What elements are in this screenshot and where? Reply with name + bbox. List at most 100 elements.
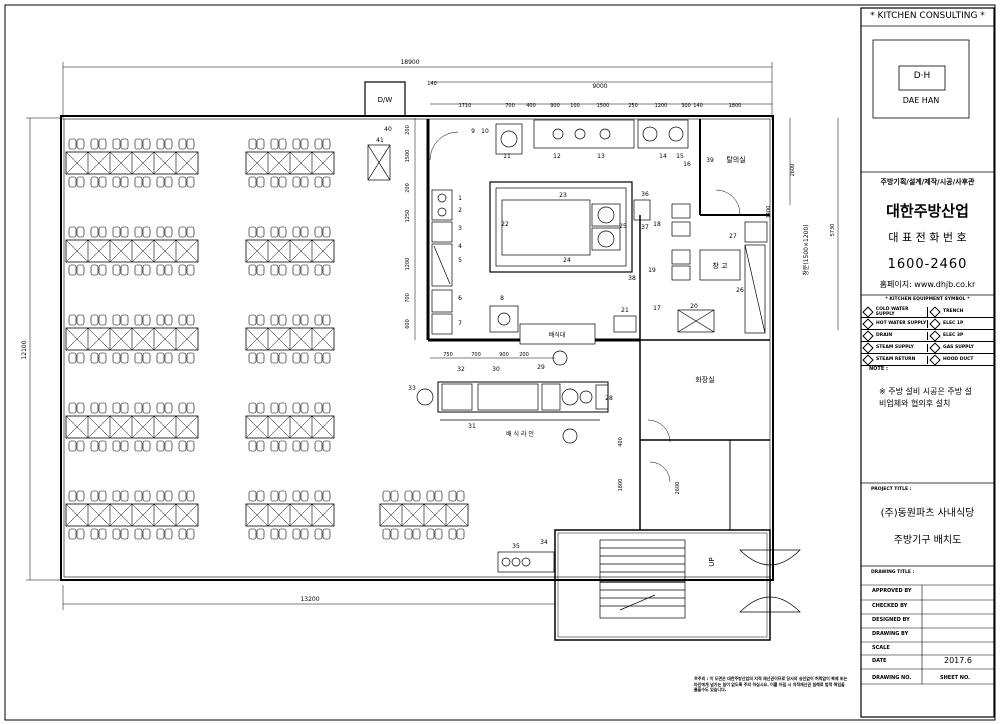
equipment-number: 2	[458, 207, 462, 214]
equipment-number: 37	[641, 224, 649, 231]
chair	[164, 528, 173, 540]
equipment-number: 10	[481, 128, 489, 135]
chair	[164, 352, 173, 364]
chair	[68, 314, 77, 326]
chair	[142, 528, 151, 540]
chair	[292, 138, 301, 150]
chair	[178, 528, 187, 540]
svg-text:1200: 1200	[655, 103, 668, 109]
drawing-title-label: DRAWING TITLE :	[871, 570, 915, 575]
chair	[112, 138, 121, 150]
dining-table	[245, 226, 335, 276]
sheet-no-label: SHEET NO.	[940, 675, 970, 681]
chair	[112, 176, 121, 188]
chair	[322, 490, 331, 502]
chair	[292, 314, 301, 326]
phone-number: 1600-2460	[887, 257, 968, 272]
chair	[270, 176, 279, 188]
equipment-number: 22	[501, 221, 509, 228]
chair	[404, 528, 413, 540]
chair	[76, 264, 85, 276]
chair	[256, 314, 265, 326]
equipment-number: 28	[605, 395, 613, 402]
chair	[270, 352, 279, 364]
svg-text:1200: 1200	[405, 258, 411, 271]
symbol-icon	[862, 353, 874, 366]
kitchen-equipment: D/W 창 고 탈의실	[367, 96, 810, 619]
chair	[76, 402, 85, 414]
company-services: 주방기획/설계/제작/시공/사후관	[880, 178, 975, 186]
chair	[426, 528, 435, 540]
equipment-number: 14	[659, 153, 667, 160]
chair	[120, 352, 129, 364]
chair	[292, 528, 301, 540]
chair	[164, 176, 173, 188]
svg-text:600: 600	[405, 319, 411, 329]
dining-table	[379, 490, 469, 540]
equipment-number: 18	[653, 221, 661, 228]
svg-text:140: 140	[693, 103, 703, 109]
dining-table	[245, 402, 335, 452]
dim-toilet-1800: 1800	[618, 479, 624, 492]
symbol-label: ELEC 3P	[943, 333, 964, 338]
chair	[426, 490, 435, 502]
chair	[322, 264, 331, 276]
chair	[248, 440, 257, 452]
title-block-label: SCALE	[872, 645, 890, 651]
chair	[256, 352, 265, 364]
room-toilet: 화장실	[695, 375, 714, 384]
chair	[120, 490, 129, 502]
symbol-icon	[862, 341, 874, 354]
drawing-no-label: DRAWING NO.	[872, 675, 912, 681]
chair	[300, 352, 309, 364]
chair	[186, 264, 195, 276]
title-block-label: DESIGNED BY	[872, 617, 910, 623]
dim-right-2600: 2600	[790, 164, 796, 177]
chair	[178, 176, 187, 188]
svg-text:250: 250	[628, 103, 638, 109]
dw-label: D/W	[378, 96, 393, 104]
symbol-label: ELEC 1P	[943, 321, 964, 326]
project-subtitle: 주방기구 배치도	[893, 535, 962, 546]
project-name: (주)동원파츠 사내식당	[880, 508, 975, 519]
stair-up-label: UP	[708, 557, 716, 566]
chair	[278, 176, 287, 188]
chair	[300, 226, 309, 238]
chair	[322, 138, 331, 150]
chair	[164, 226, 173, 238]
equipment-number: 38	[628, 275, 636, 282]
equipment-number: 3	[458, 225, 462, 232]
svg-text:900: 900	[550, 103, 560, 109]
dining-area	[65, 138, 469, 540]
chair	[412, 490, 421, 502]
chair	[248, 176, 257, 188]
chair	[68, 138, 77, 150]
chair	[142, 226, 151, 238]
chair	[434, 490, 443, 502]
chair	[186, 490, 195, 502]
symbol-icon	[862, 329, 874, 342]
chair	[412, 528, 421, 540]
symbol-label: HOOD DUCT	[943, 357, 974, 362]
chair	[322, 528, 331, 540]
chair	[164, 490, 173, 502]
dim-toilet-400: 400	[618, 437, 624, 447]
chair	[142, 264, 151, 276]
chair	[178, 314, 187, 326]
chair	[456, 528, 465, 540]
chair	[90, 352, 99, 364]
chair	[178, 402, 187, 414]
title-block-value: 2017.6	[944, 656, 972, 665]
chair	[98, 138, 107, 150]
phone-label: 대 표 전 화 번 호	[888, 231, 967, 244]
chair	[292, 264, 301, 276]
equipment-number: 25	[619, 223, 627, 230]
chair	[68, 226, 77, 238]
chair	[300, 314, 309, 326]
chair	[292, 490, 301, 502]
chair	[248, 352, 257, 364]
equipment-number: 34	[540, 539, 548, 546]
equipment-number: 11	[503, 153, 511, 160]
svg-text:300: 300	[681, 103, 691, 109]
